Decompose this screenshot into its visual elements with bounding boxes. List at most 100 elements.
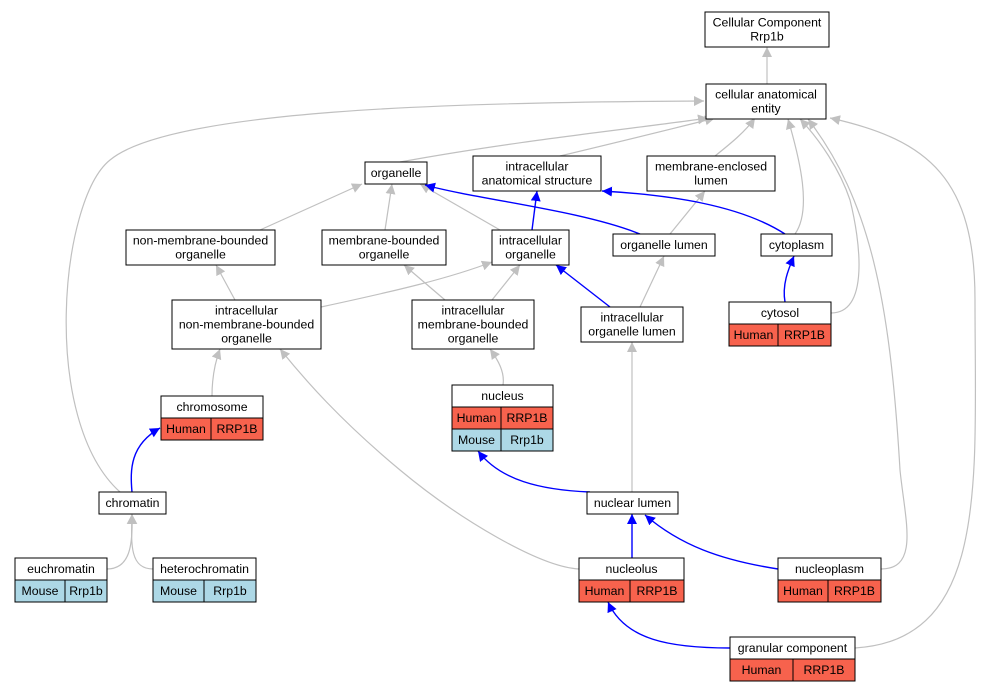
- edge-chromatin-to-cae: [65, 96, 705, 493]
- gene-cell: [210, 417, 264, 441]
- edge-io-to-ias: [530, 190, 541, 231]
- node-label-text: organelle lumen: [588, 325, 676, 339]
- node-label-box: [704, 11, 830, 48]
- node-label-text: non-membrane-bounded: [133, 234, 269, 248]
- node-label-text: intracellular: [442, 304, 505, 318]
- species-label: Human: [742, 663, 782, 677]
- gene-label: RRP1B: [506, 411, 547, 425]
- node-label-text: cytoplasm: [769, 238, 824, 252]
- node-label-text: anatomical structure: [482, 174, 593, 188]
- node-label-text: nucleoplasm: [795, 562, 864, 576]
- node-label-box: [171, 299, 322, 350]
- node-cytoplasm[interactable]: cytoplasm: [760, 233, 833, 257]
- node-label-box: [580, 306, 684, 343]
- edge-nmbo-to-organelle: [259, 183, 363, 231]
- node-label-text: Rrp1b: [750, 30, 784, 44]
- node-label-box: [98, 491, 167, 515]
- node-label-text: intracellular: [215, 304, 278, 318]
- node-label-text: membrane-bounded: [329, 234, 440, 248]
- node-label-text: euchromatin: [27, 562, 95, 576]
- node-label-text: nuclear lumen: [594, 496, 671, 510]
- node-label-box: [364, 161, 428, 185]
- edge-ias-to-cae: [559, 115, 716, 157]
- node-label-box: [760, 233, 833, 257]
- node-label-box: [411, 299, 535, 350]
- node-label-box: [586, 491, 679, 515]
- edge-granular-to-nucleolus: [607, 601, 731, 649]
- node-label-box: [472, 155, 602, 192]
- node-label-box: [646, 155, 776, 192]
- edge-inmbo-to-io: [320, 260, 493, 308]
- edge-mel-to-cae: [714, 117, 756, 157]
- species-label: Mouse: [160, 584, 197, 598]
- edge-imbo-to-io: [491, 264, 521, 301]
- node-label-text: non-membrane-bounded: [179, 318, 315, 332]
- edge-nucleoplasm-to-nuclumen: [644, 514, 779, 570]
- node-label-text: organelle: [505, 248, 556, 262]
- gene-label: RRP1B: [803, 663, 844, 677]
- node-organelle[interactable]: organelle: [364, 161, 428, 185]
- node-label-box: [612, 233, 716, 257]
- gene-label: Rrp1b: [510, 433, 544, 447]
- edge-inmbo-to-nmbo: [215, 264, 236, 301]
- edge-chromatin-to-chromosome: [130, 427, 161, 493]
- gene-cell: [827, 579, 882, 603]
- node-label-text: chromatin: [106, 496, 160, 510]
- node-label-text: intracellular: [499, 234, 562, 248]
- edge-nuclumen-to-nucleus: [477, 450, 591, 493]
- edge-ol-to-mel: [669, 190, 706, 235]
- species-label: Mouse: [458, 433, 495, 447]
- edge-mbo-to-organelle: [384, 183, 396, 231]
- node-ol[interactable]: organelle lumen: [612, 233, 716, 257]
- node-label-text: organelle: [371, 166, 422, 180]
- node-inmbo[interactable]: intracellularnon-membrane-boundedorganel…: [171, 299, 322, 350]
- node-label-text: intracellular: [601, 311, 664, 325]
- node-label-text: cellular anatomical: [715, 88, 817, 102]
- node-label-box: [321, 229, 447, 266]
- edge-nucleolus-to-inmbo: [279, 348, 580, 570]
- edge-cytoplasm-to-cae: [786, 118, 805, 235]
- edge-iol-to-io: [555, 264, 611, 308]
- gene-cell: [64, 579, 108, 603]
- node-label-text: organelle: [221, 332, 272, 346]
- edge-imbo-to-mbo: [403, 264, 446, 301]
- gene-cell: [792, 658, 856, 682]
- edge-cytosol-to-cytoplasm: [783, 255, 795, 303]
- gene-cell: [203, 579, 257, 603]
- node-label-text: lumen: [694, 174, 728, 188]
- edge-nucleoplasm-to-cae: [807, 118, 908, 570]
- node-nuclumen[interactable]: nuclear lumen: [586, 491, 679, 515]
- node-chromatin[interactable]: chromatin: [98, 491, 167, 515]
- edge-heterochromatin-to-chromatin: [126, 513, 154, 570]
- node-label-box: [125, 229, 276, 266]
- gene-label: Rrp1b: [69, 584, 103, 598]
- node-label-text: nucleolus: [606, 562, 658, 576]
- edge-euchromatin-to-chromatin: [106, 513, 138, 570]
- node-label-text: membrane-bounded: [418, 318, 529, 332]
- edge-ol-to-organelle: [424, 182, 641, 235]
- node-label-text: organelle: [175, 248, 226, 262]
- node-label-text: cytosol: [761, 306, 799, 320]
- node-label-text: heterochromatin: [160, 562, 249, 576]
- edge-iol-to-ol: [639, 255, 665, 308]
- gene-cell: [777, 323, 832, 347]
